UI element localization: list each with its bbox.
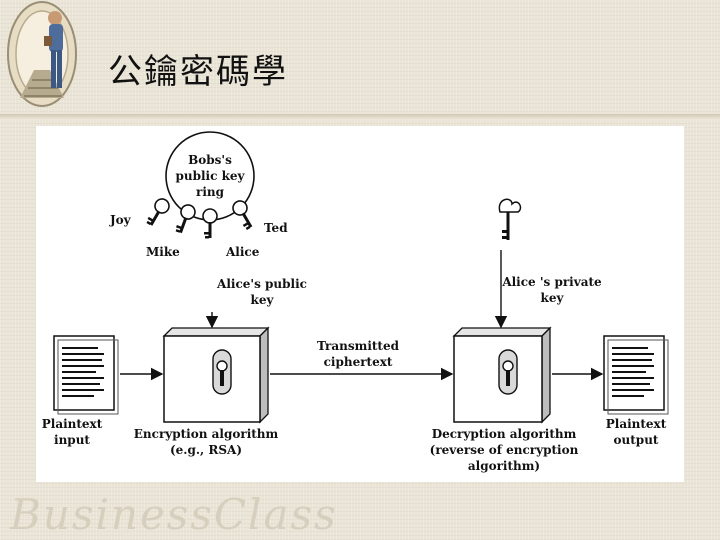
decryption-label-line1: Decryption algorithm	[432, 427, 577, 441]
alice-public-key-label-line1: Alice's public	[216, 277, 307, 291]
key-name-alice: Alice	[225, 245, 260, 259]
business-man-logo	[0, 0, 105, 118]
transmitted-label-line1: Transmitted	[317, 339, 400, 353]
business-class-watermark: BusinessClass	[10, 490, 338, 539]
plaintext-input-label-line1: Plaintext	[42, 417, 103, 431]
diagram-panel: Bobs's public key ring Joy Mike Alice Te…	[36, 126, 684, 482]
encryption-box	[162, 326, 270, 424]
plaintext-output-document-icon	[603, 335, 669, 415]
encryption-label-line1: Encryption algorithm	[134, 427, 279, 441]
plaintext-input-document-icon	[53, 335, 119, 415]
key-name-mike: Mike	[146, 245, 180, 259]
keyring-label-line3: ring	[196, 185, 225, 199]
alice-public-key-label-line2: key	[251, 293, 275, 307]
decryption-box	[452, 326, 552, 424]
header-rule	[0, 114, 720, 120]
keyring-label-line1: Bobs's	[188, 153, 232, 167]
decryption-lock-icon	[498, 349, 518, 395]
plaintext-output-label-line1: Plaintext	[606, 417, 667, 431]
keyring-label-line2: public key	[175, 169, 245, 183]
key-ring: Bobs's public key ring	[165, 131, 255, 221]
key-name-ted: Ted	[264, 221, 288, 235]
plaintext-input-label-line2: input	[54, 433, 90, 447]
private-key-icon	[498, 198, 522, 240]
encryption-lock-icon	[212, 349, 232, 395]
alice-private-key-label-line2: key	[541, 291, 565, 305]
decryption-label-line3: algorithm)	[468, 459, 540, 473]
alice-key-icon	[202, 208, 218, 240]
mike-key-icon	[172, 202, 198, 237]
encryption-label-line2: (e.g., RSA)	[170, 443, 242, 457]
plaintext-output-label-line2: output	[614, 433, 659, 447]
joy-key-icon	[143, 195, 173, 230]
ted-key-icon	[229, 197, 259, 232]
slide-title: 公鑰密碼學	[108, 52, 288, 92]
transmitted-label-line2: ciphertext	[324, 355, 393, 369]
key-name-joy: Joy	[109, 213, 132, 227]
decryption-label-line2: (reverse of encryption	[430, 443, 579, 457]
alice-private-key-label-line1: Alice 's private	[501, 275, 602, 289]
